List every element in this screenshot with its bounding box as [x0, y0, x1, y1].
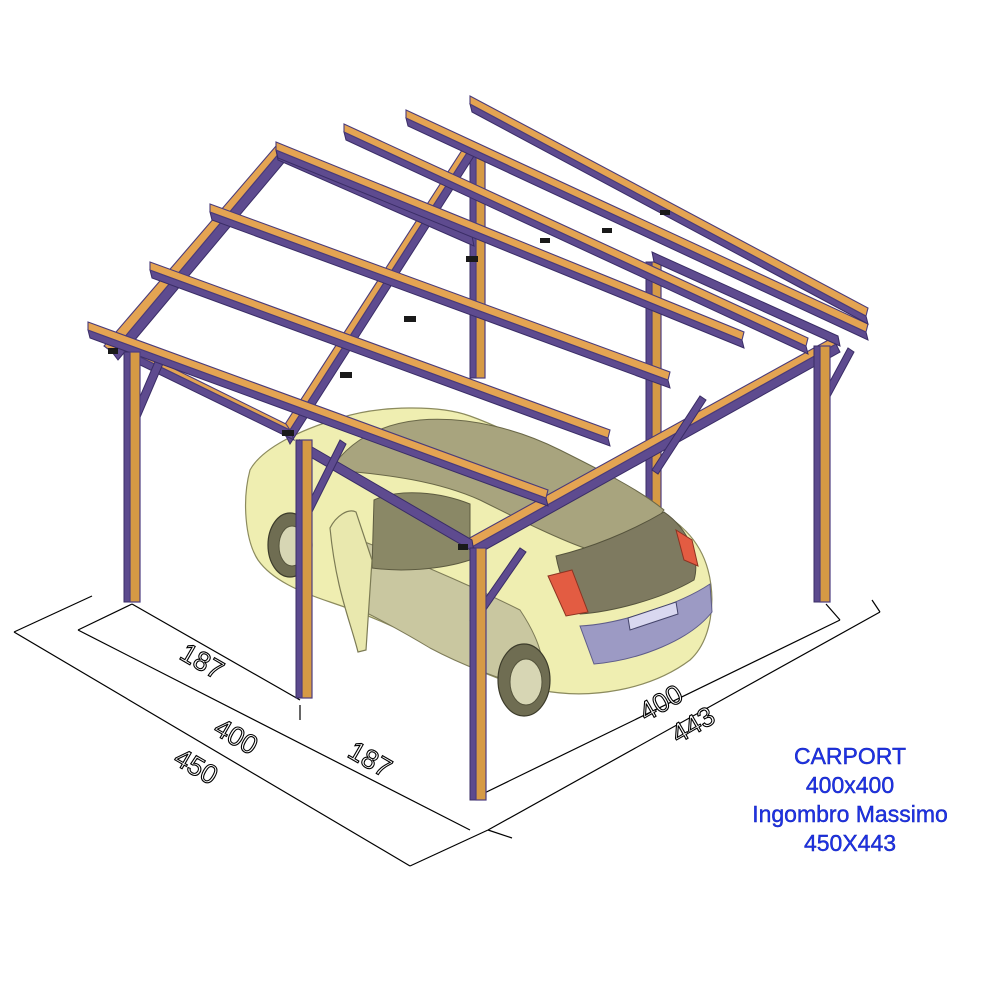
dim-front-outer-450: 450 [169, 742, 223, 791]
title-line-label: Ingombro Massimo [752, 801, 948, 827]
front-posts [123, 345, 831, 801]
dimension-labels: 187 400 450 187 400 443 [168, 637, 720, 792]
dim-front-left-187: 187 [175, 637, 229, 686]
title-line-max-size: 450X443 [803, 830, 897, 856]
dim-front-right-187: 187 [343, 735, 397, 784]
eave-beams [103, 145, 841, 557]
dim-front-inner-400: 400 [209, 712, 263, 761]
title-line-carport: CARPORT [793, 743, 907, 769]
connectors [108, 210, 670, 550]
purlins [87, 95, 869, 507]
title-block: CARPORT 400x400 Ingombro Massimo 450X443 [700, 742, 1000, 858]
title-line-size: 400x400 [805, 772, 895, 798]
dimension-lines [13, 595, 881, 867]
